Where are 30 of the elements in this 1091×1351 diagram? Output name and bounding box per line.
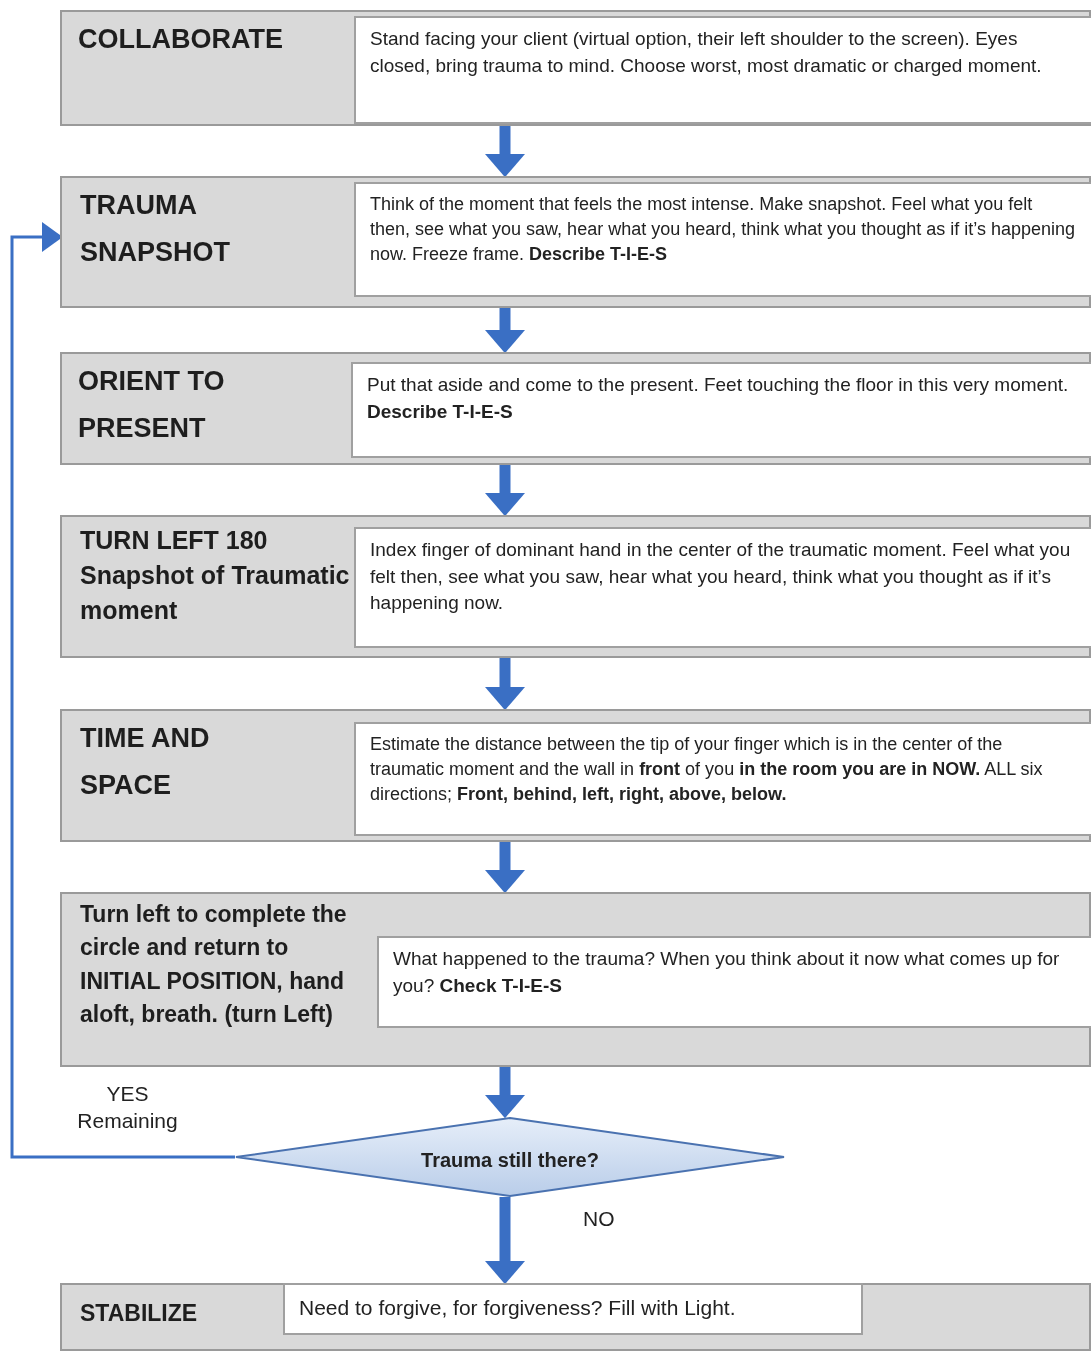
- step-band: [60, 1283, 1091, 1351]
- instruction-text: Estimate the distance between the tip of your finger which is in the center of the traumatic moment and the wall in front of you in the room you are in NOW. ALL six directions; Front, behind, left, right, above, below.: [354, 722, 1091, 836]
- step-band: [60, 176, 1091, 308]
- arrow: [10, 222, 235, 1159]
- arrow: [485, 658, 525, 711]
- arrow: [485, 308, 525, 354]
- step-heading: COLLABORATE: [78, 23, 283, 56]
- instruction-text: Think of the moment that feels the most intense. Make snapshot. Feel what you felt then, see what you saw, hear what you heard, think what you thought as if it’s happening now. Freeze frame. Describe T-I-E-S: [354, 182, 1091, 297]
- arrow: [485, 842, 525, 894]
- arrow: [485, 1067, 525, 1119]
- step-heading: ORIENT TO PRESENT: [78, 365, 226, 446]
- step-heading: STABILIZE: [80, 1299, 199, 1328]
- step-band: [60, 10, 1091, 126]
- instruction-text: Stand facing your client (virtual option, their left shoulder to the screen). Eyes closed, bring trauma to mind. Choose worst, most dramatic or charged moment.: [354, 16, 1091, 124]
- step-heading: Turn left to complete the circle and return to INITIAL POSITION, hand aloft, breath. (turn Left): [80, 900, 348, 1030]
- decision-diamond: Trauma still there?: [235, 1117, 785, 1197]
- instruction-text: What happened to the trauma? When you think about it now what comes up for you? Check T-I-E-S: [377, 936, 1091, 1028]
- step-band: [60, 892, 1091, 1067]
- arrow: [485, 1197, 525, 1285]
- arrow: [485, 126, 525, 178]
- arrow: [485, 465, 525, 517]
- step-band: [60, 515, 1091, 658]
- step-heading: TRAUMA SNAPSHOT: [80, 189, 232, 270]
- instruction-text: Index finger of dominant hand in the center of the traumatic moment. Feel what you felt then, see what you saw, hear what you heard, think what you thought as if it’s happening now.: [354, 527, 1091, 648]
- step-heading: TURN LEFT 180 Snapshot of Traumatic moment: [80, 525, 351, 626]
- instruction-text: Put that aside and come to the present. Feet touching the floor in this very moment. Describe T-I-E-S: [351, 362, 1091, 458]
- step-band: [60, 352, 1091, 465]
- instruction-text: Need to forgive, for forgiveness? Fill with Light.: [283, 1283, 863, 1335]
- step-band: [60, 709, 1091, 842]
- step-heading: TIME AND SPACE: [80, 722, 211, 803]
